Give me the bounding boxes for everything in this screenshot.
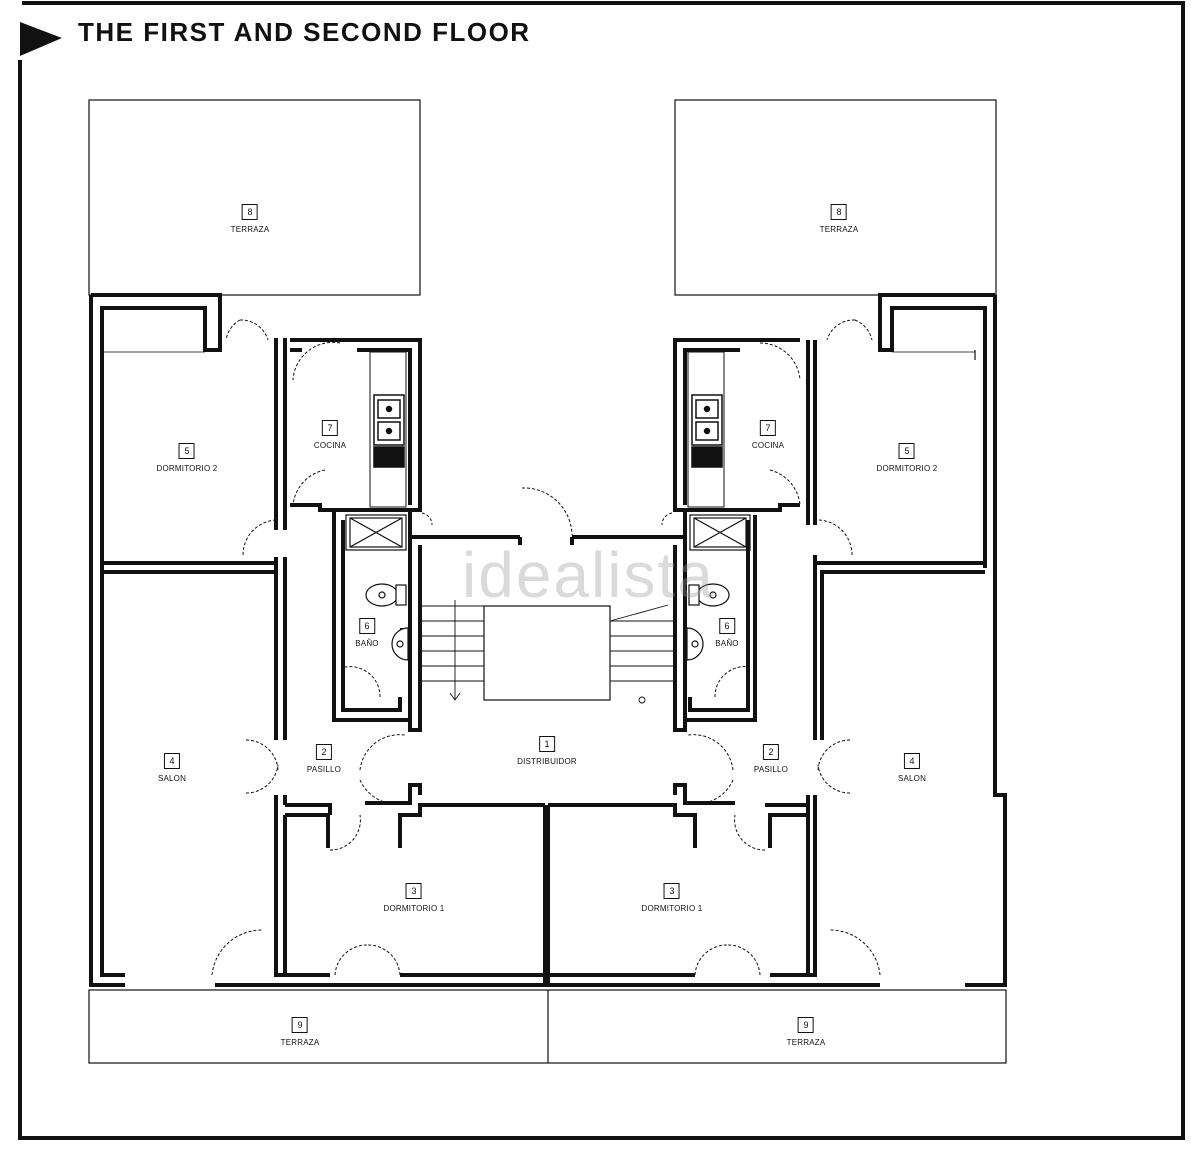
- room-cocina-right: 7 COCINA: [752, 418, 784, 450]
- room-name: DISTRIBUIDOR: [517, 757, 577, 766]
- room-name: DORMITORIO 1: [383, 904, 445, 913]
- room-terraza-top-right: 8 TERRAZA: [820, 202, 859, 234]
- room-name: PASILLO: [753, 765, 789, 774]
- kitchen-counter-left: [369, 351, 407, 508]
- room-bano-left: 6 BAÑO: [355, 616, 379, 648]
- room-name: BAÑO: [715, 639, 739, 648]
- toilet-icon: [365, 583, 730, 607]
- page-title: THE FIRST AND SECOND FLOOR: [78, 17, 531, 47]
- room-terraza-bottom-right: 9 TERRAZA: [787, 1015, 826, 1047]
- room-number: 3: [406, 883, 422, 899]
- room-number: 7: [321, 420, 338, 436]
- room-name: DORMITORIO 1: [641, 904, 703, 913]
- room-name: COCINA: [313, 441, 347, 450]
- room-number: 9: [798, 1017, 814, 1033]
- room-salon-left: 4 SALON: [158, 751, 186, 783]
- room-name: TERRAZA: [230, 225, 270, 234]
- room-dormitorio-2-right: 5 DORMITORIO 2: [877, 441, 938, 473]
- basin-icon: [391, 627, 704, 661]
- title-arrow-icon: [20, 22, 62, 56]
- room-name: BAÑO: [355, 639, 379, 648]
- room-name: TERRAZA: [786, 1038, 826, 1047]
- page-border: [18, 1, 1185, 1140]
- room-pasillo-left: 2 PASILLO: [307, 742, 341, 774]
- room-distribuidor: 1 DISTRIBUIDOR: [517, 734, 577, 766]
- kitchen-counter-right: [687, 351, 725, 508]
- room-dormitorio-1-right: 3 DORMITORIO 1: [642, 881, 703, 913]
- stair-treads: [422, 600, 673, 704]
- room-bano-right: 6 BAÑO: [715, 616, 739, 648]
- room-name: SALON: [897, 774, 927, 783]
- room-number: 9: [292, 1017, 308, 1033]
- stairwell: [483, 605, 611, 701]
- room-cocina-left: 7 COCINA: [314, 418, 346, 450]
- terrace-top-left: [88, 99, 421, 296]
- room-number: 7: [759, 420, 776, 436]
- room-name: DORMITORIO 2: [876, 464, 938, 473]
- room-terraza-bottom-left: 9 TERRAZA: [281, 1015, 320, 1047]
- room-number: 6: [358, 618, 375, 634]
- room-pasillo-right: 2 PASILLO: [754, 742, 788, 774]
- room-salon-right: 4 SALON: [898, 751, 926, 783]
- room-terraza-top-left: 8 TERRAZA: [231, 202, 270, 234]
- room-number: 4: [164, 753, 180, 769]
- room-number: 8: [242, 204, 258, 220]
- kitchen-sink-icon: [373, 394, 723, 468]
- room-name: TERRAZA: [819, 225, 859, 234]
- room-number: 1: [539, 736, 555, 752]
- room-dormitorio-1-left: 3 DORMITORIO 1: [384, 881, 445, 913]
- room-number: 2: [762, 744, 779, 760]
- terrace-top-right: [674, 99, 997, 296]
- room-name: DORMITORIO 2: [156, 464, 218, 473]
- room-name: PASILLO: [306, 765, 342, 774]
- room-number: 6: [718, 618, 735, 634]
- room-number: 3: [664, 883, 680, 899]
- room-number: 8: [831, 204, 847, 220]
- room-number: 2: [315, 744, 332, 760]
- room-number: 5: [899, 443, 915, 459]
- room-dormitorio-2-left: 5 DORMITORIO 2: [157, 441, 218, 473]
- room-name: COCINA: [751, 441, 785, 450]
- room-number: 5: [179, 443, 195, 459]
- room-name: TERRAZA: [280, 1038, 320, 1047]
- room-number: 4: [904, 753, 920, 769]
- plan-lines: [88, 99, 1007, 1064]
- watermark: idealista: [462, 539, 715, 611]
- shower-icon: [345, 514, 751, 551]
- room-name: SALON: [157, 774, 187, 783]
